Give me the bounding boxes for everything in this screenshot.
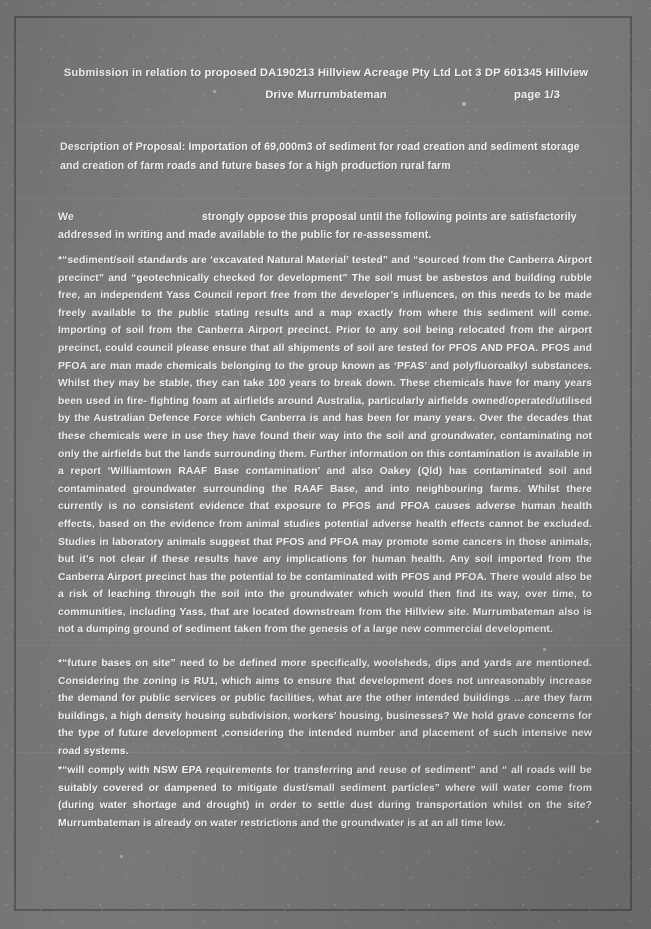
paragraph-sediment-standards: *“sediment/soil standards are ‘excavated… [58, 255, 592, 636]
proposal-description: Description of Proposal: Importation of … [60, 141, 580, 172]
opening-prefix: We [58, 211, 74, 223]
page-number-label: page 1/3 [514, 89, 560, 101]
document-title-line-1: Submission in relation to proposed DA190… [63, 67, 589, 79]
opening-suffix: strongly oppose this proposal until the … [58, 211, 577, 241]
paragraph-future-bases: *“future bases on site” need to be defin… [58, 658, 592, 757]
document-title-line-2-row: Drive Murrumbateman page 1/3 [62, 84, 590, 106]
document-title-line-2: Drive Murrumbateman [265, 89, 387, 101]
paragraph-epa-dust: *“will comply with NSW EPA requirements … [58, 765, 592, 829]
document-title: Submission in relation to proposed DA190… [62, 62, 590, 106]
